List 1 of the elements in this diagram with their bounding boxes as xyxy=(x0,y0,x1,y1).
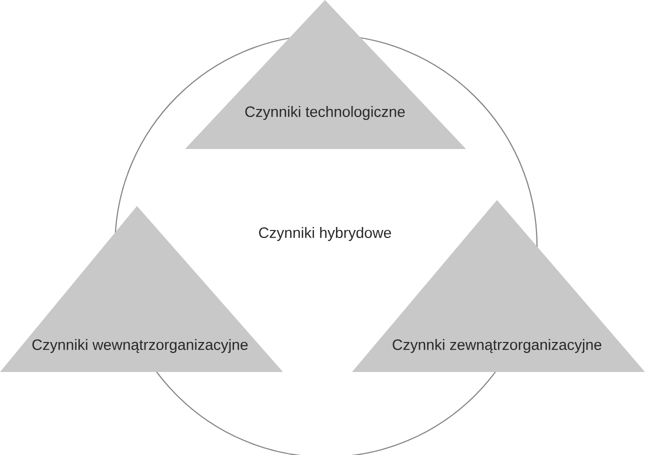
triangle: Czynniki technologiczne xyxy=(185,0,466,149)
